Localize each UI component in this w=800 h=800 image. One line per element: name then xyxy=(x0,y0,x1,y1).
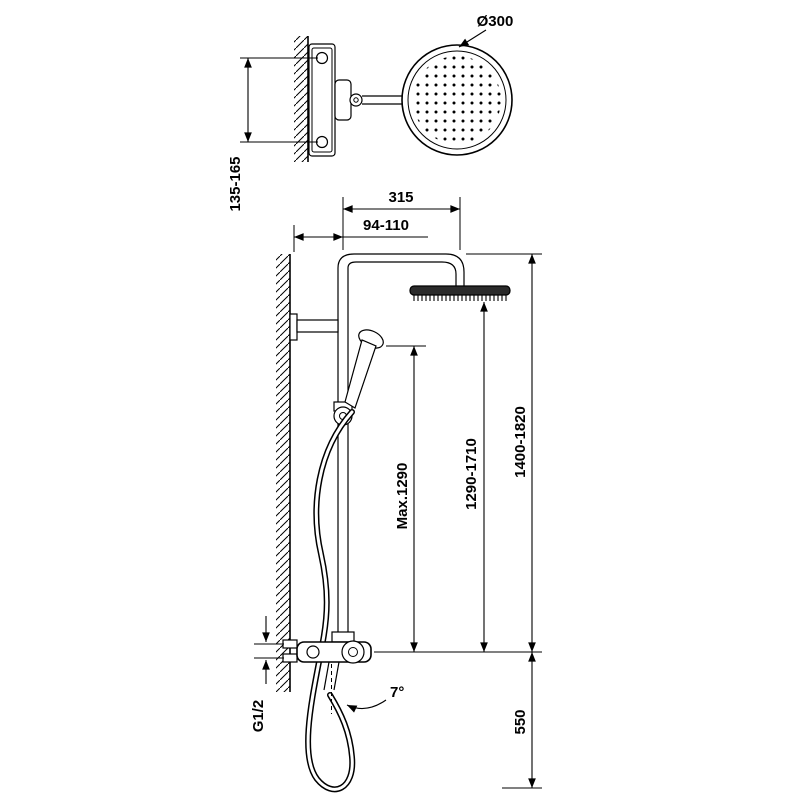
arm-projection-label: 315 xyxy=(388,189,413,206)
total-range-label: 1400-1820 xyxy=(512,406,529,478)
hose-outlet-right xyxy=(333,661,340,691)
hand-shower-handle xyxy=(344,339,377,409)
handset-max-label: Max.1290 xyxy=(394,463,411,530)
shower-head-front xyxy=(409,285,511,296)
wall-hatch-main xyxy=(276,254,290,692)
top-arm-outer xyxy=(337,253,465,286)
mixer-height-label: 550 xyxy=(512,709,529,734)
shower-hose-highlight xyxy=(306,410,354,791)
valve-cartridge xyxy=(334,79,352,121)
shower-hose xyxy=(305,409,356,793)
head-diameter-leader-arrow xyxy=(458,29,487,48)
inlet-connection-bottom xyxy=(315,135,329,149)
mixer-collar xyxy=(331,631,355,643)
wall-bracket-plate xyxy=(289,313,298,341)
mixer-temperature-knob xyxy=(306,645,320,659)
inlet-connection-top xyxy=(315,51,329,65)
inlet-centers-label: 135-165 xyxy=(227,156,244,211)
wall-hatch-top xyxy=(294,36,308,162)
swivel-joint-pin xyxy=(353,97,359,103)
swivel-joint xyxy=(349,93,363,107)
mixer-inlet-stub-top xyxy=(282,639,298,649)
shower-head-spray-face xyxy=(413,295,507,301)
outlet-angle-arc-arrow xyxy=(346,699,387,713)
top-arm-inner xyxy=(347,261,457,286)
valve-plate-inner xyxy=(311,47,333,153)
mixer-diverter-pin xyxy=(348,647,358,657)
main-elevation-view: 7° G1/2 315 94-110 Max.1290 1290-1710 14… xyxy=(250,189,542,793)
mixer-diverter-knob xyxy=(341,640,365,664)
column-range-label: 1290-1710 xyxy=(463,438,480,510)
wall-offset-label: 94-110 xyxy=(363,217,409,234)
wall-bracket-arm xyxy=(296,319,339,333)
head-diameter-label: Ø300 xyxy=(477,13,514,30)
top-detail-view: Ø300 135-165 xyxy=(227,13,513,212)
connection-thread-label: G1/2 xyxy=(250,700,267,733)
shower-head-nozzles xyxy=(413,56,501,144)
hose-outlet-left xyxy=(323,661,330,691)
mixer-inlet-stub-bottom xyxy=(282,653,298,663)
outlet-angle-label: 7° xyxy=(390,684,404,701)
shower-head-plan-rim xyxy=(407,50,507,150)
